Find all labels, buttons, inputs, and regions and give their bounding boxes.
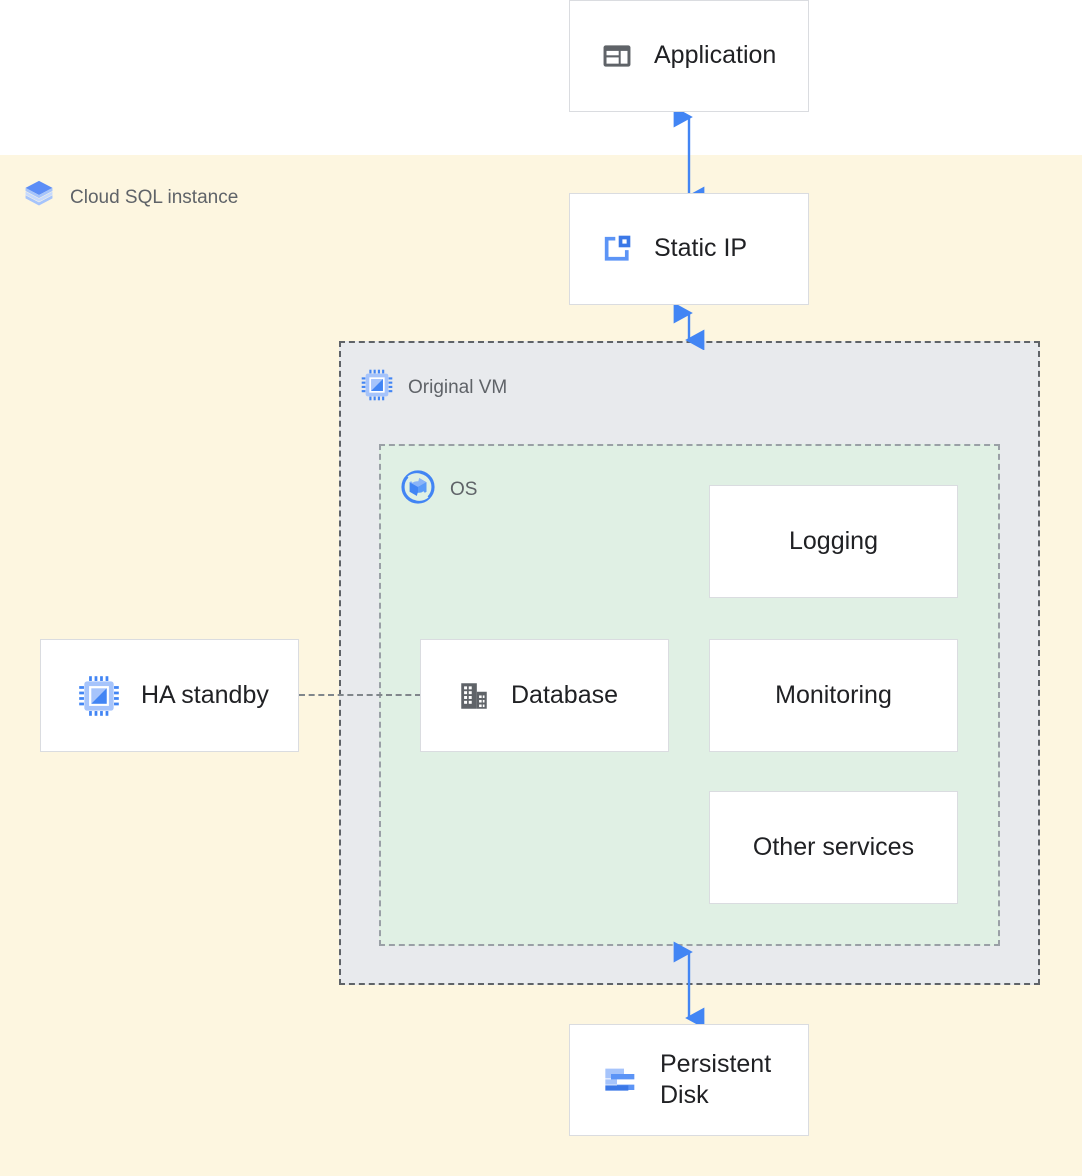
cloud-sql-instance-label: Cloud SQL instance	[70, 186, 239, 208]
cloud-sql-instance-label-group: Cloud SQL instance	[22, 178, 238, 217]
node-ha-standby[interactable]: HA standby	[40, 639, 299, 752]
node-static-ip[interactable]: Static IP	[569, 193, 809, 305]
static-ip-icon	[600, 232, 634, 266]
node-logging[interactable]: Logging	[709, 485, 958, 598]
persistent-disk-icon	[600, 1060, 640, 1100]
os-label: OS	[450, 478, 478, 500]
static-ip-label: Static IP	[654, 234, 748, 263]
logging-label: Logging	[789, 526, 878, 555]
node-application[interactable]: Application	[569, 0, 809, 112]
persistent-disk-label: Persistent Disk	[660, 1049, 772, 1109]
node-monitoring[interactable]: Monitoring	[709, 639, 958, 752]
ha-standby-label: HA standby	[141, 680, 269, 709]
vm-chip-icon	[360, 368, 394, 407]
database-building-icon	[457, 679, 491, 713]
other-services-label: Other services	[752, 832, 915, 861]
os-circle-icon	[400, 469, 436, 510]
node-persistent-disk[interactable]: Persistent Disk	[569, 1024, 809, 1136]
database-label: Database	[511, 680, 619, 709]
application-label: Application	[654, 41, 777, 70]
cloud-sql-stack-icon	[22, 178, 56, 217]
application-window-icon	[600, 39, 634, 73]
original-vm-label-group: Original VM	[360, 368, 507, 407]
original-vm-label: Original VM	[408, 376, 508, 398]
node-other-services[interactable]: Other services	[709, 791, 958, 904]
connector-ha-standby-to-database	[299, 694, 421, 696]
vm-chip-icon	[77, 674, 121, 718]
monitoring-label: Monitoring	[775, 680, 892, 709]
node-database[interactable]: Database	[420, 639, 669, 752]
os-label-group: OS	[400, 469, 477, 510]
